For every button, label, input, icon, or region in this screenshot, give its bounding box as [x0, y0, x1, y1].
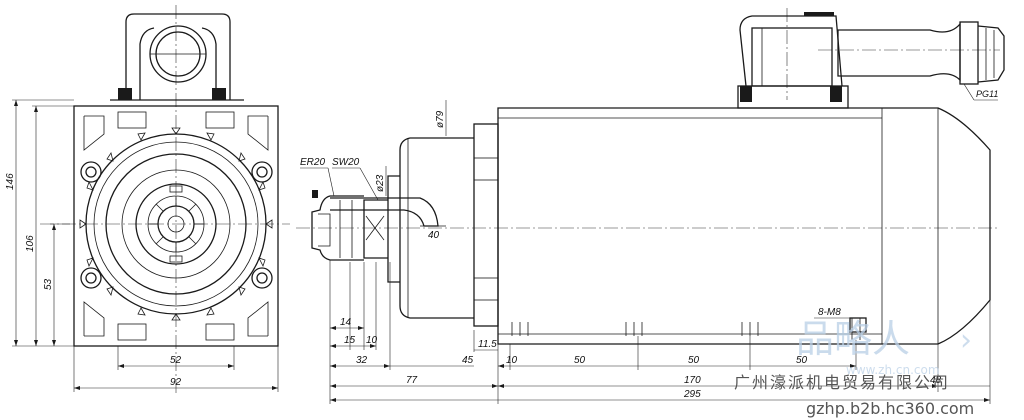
dim-40: 40 [428, 230, 440, 241]
label-nose-dia: ø23 [375, 174, 386, 192]
dim-48: 48 [930, 375, 942, 386]
watermark-company: 广州濠派机电贸易有限公司 [734, 373, 950, 392]
watermark-chevron-icon: › [960, 323, 972, 358]
watermark-site: www.zh.cn.com [846, 363, 940, 377]
side-view: ER20 SW20 PG11 8-M8 ø79 ø23 14 15 10 32 … [296, 8, 1005, 404]
dim-50b: 50 [688, 355, 700, 366]
label-gland: PG11 [976, 89, 998, 99]
dim-32: 32 [356, 355, 368, 366]
dim-10a: 10 [366, 335, 378, 346]
dim-170: 170 [684, 375, 701, 386]
dim-295: 295 [683, 389, 701, 400]
end-view: 146 106 53 52 92 [5, 5, 290, 395]
watermark-logo: 品略人 [796, 317, 910, 361]
dim-height-half: 53 [43, 278, 54, 290]
label-flange-dia: ø79 [435, 110, 446, 128]
dim-14: 14 [340, 317, 352, 328]
dim-width-pcd: 52 [170, 355, 182, 366]
watermark-domain: gzhp.b2b.hc360.com [806, 399, 974, 418]
dim-15: 15 [344, 335, 356, 346]
thread-hole-marks [511, 318, 861, 340]
watermark: 品略人 › www.zh.cn.com 广州濠派机电贸易有限公司 gzhp.b2… [734, 317, 974, 418]
fin-teeth [79, 127, 273, 321]
dim-45: 45 [462, 355, 474, 366]
label-wrench: SW20 [332, 157, 360, 168]
dim-77: 77 [406, 375, 418, 386]
dim-50a: 50 [574, 355, 586, 366]
dim-width-total: 92 [170, 377, 182, 388]
dim-50c: 50 [796, 355, 808, 366]
dim-10b: 10 [506, 355, 518, 366]
label-thread: 8-M8 [818, 307, 841, 318]
label-collet: ER20 [300, 157, 325, 168]
dim-height-pcd: 106 [25, 235, 36, 252]
dim-height-total: 146 [5, 173, 16, 190]
dim-11-5: 11.5 [478, 339, 497, 350]
